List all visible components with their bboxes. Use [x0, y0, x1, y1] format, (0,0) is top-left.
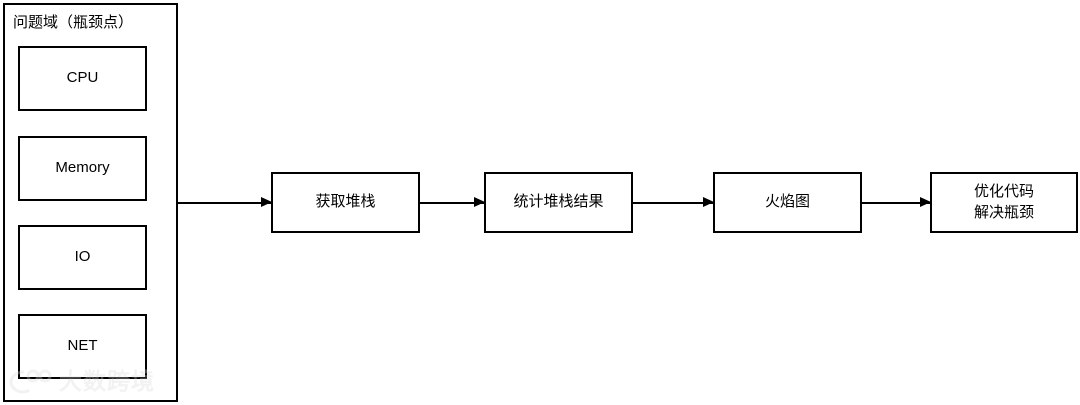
arrow-step3-to-step4 — [862, 197, 931, 208]
arrow-step2-to-step3 — [633, 197, 714, 208]
domain-node-cpu: CPU — [18, 46, 147, 111]
flow-step-flame-graph: 火焰图 — [713, 172, 862, 233]
domain-node-net-label: NET — [67, 337, 98, 355]
domain-node-io-label: IO — [74, 248, 91, 266]
domain-node-memory: Memory — [18, 136, 147, 201]
flow-step-flame-graph-label: 火焰图 — [764, 193, 810, 211]
domain-node-cpu-label: CPU — [66, 69, 99, 87]
arrow-head-icon — [474, 197, 485, 207]
problem-domain-title: 问题域（瓶颈点） — [13, 14, 134, 31]
flow-step-optimize-code-label: 优化代码 解决瓶颈 — [973, 183, 1034, 221]
flow-step-analyze-stack: 统计堆栈结果 — [484, 172, 633, 233]
flow-step-analyze-stack-label: 统计堆栈结果 — [513, 193, 604, 211]
problem-domain-group: 问题域（瓶颈点） — [3, 3, 178, 402]
flow-step-optimize-code: 优化代码 解决瓶颈 — [930, 172, 1078, 233]
flow-step-get-stack: 获取堆栈 — [271, 172, 420, 233]
arrow-line — [420, 202, 484, 204]
domain-node-memory-label: Memory — [55, 159, 110, 177]
flow-step-get-stack-label: 获取堆栈 — [315, 193, 376, 211]
arrow-line — [633, 202, 713, 204]
domain-node-io: IO — [18, 225, 147, 290]
arrow-line — [862, 202, 930, 204]
arrow-head-icon — [261, 197, 272, 207]
domain-node-net: NET — [18, 314, 147, 379]
arrow-head-icon — [920, 197, 931, 207]
arrow-head-icon — [703, 197, 714, 207]
arrow-line — [178, 202, 271, 204]
arrow-step1-to-step2 — [420, 197, 485, 208]
arrow-domain-to-step1 — [178, 197, 272, 208]
